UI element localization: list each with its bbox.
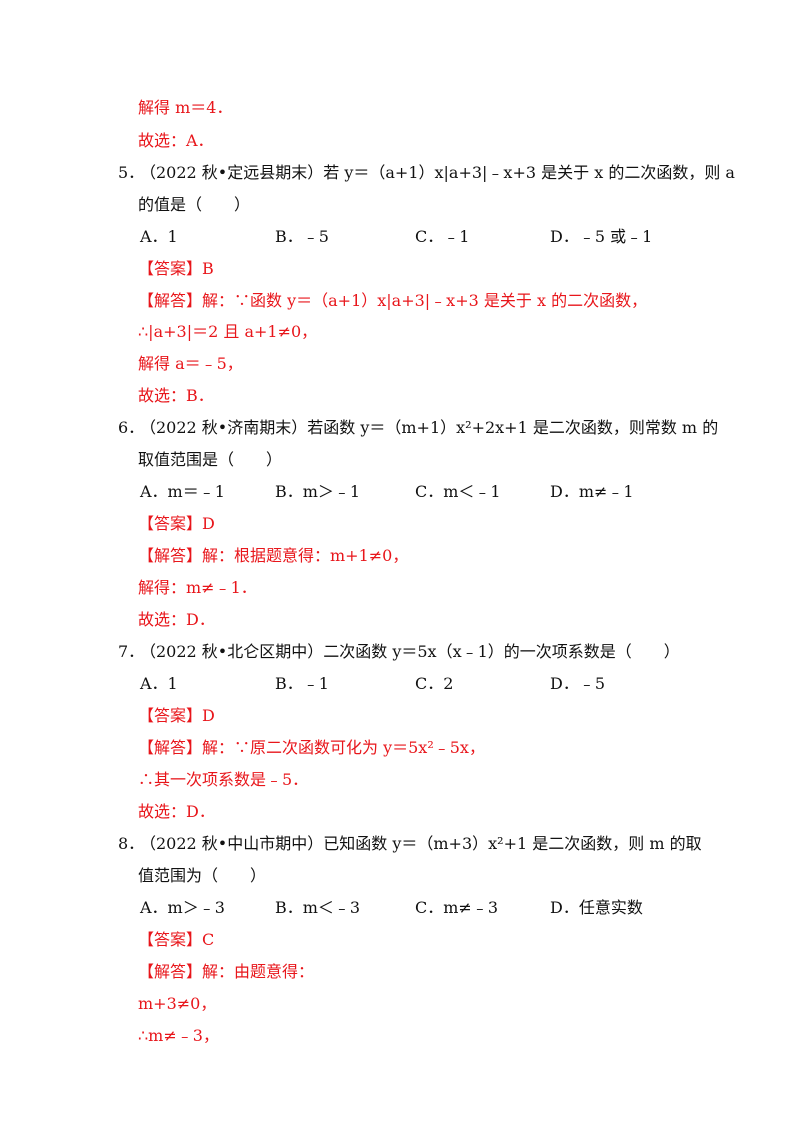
q5-solution-line3: 解得 a＝﹣5， — [138, 354, 243, 373]
q5-solution-line4: 故选：B． — [138, 386, 214, 405]
q8-solution-line3: ∴m≠﹣3， — [138, 1026, 219, 1045]
q8-solution-line2: m+3≠0， — [138, 994, 217, 1013]
q8-option-c: C．m≠﹣3 — [415, 898, 499, 917]
q6-option-a: A．m＝﹣1 — [140, 482, 225, 501]
q5-solution-line1: 【解答】解：∵函数 y＝（a+1）x|a+3|﹣x+3 是关于 x 的二次函数， — [138, 291, 648, 310]
q5-answer: 【答案】B — [138, 259, 214, 278]
q8-option-b: B．m＜﹣3 — [275, 898, 361, 917]
q7-solution-line1: 【解答】解：∵原二次函数可化为 y＝5x²﹣5x， — [138, 738, 485, 757]
q5-option-c: C．﹣1 — [415, 227, 470, 246]
q8-option-a: A．m＞﹣3 — [140, 898, 225, 917]
q7-option-d: D．﹣5 — [550, 674, 606, 693]
q7-solution-line2: ∴其一次项系数是﹣5． — [138, 770, 309, 789]
q8-solution-line1: 【解答】解：由题意得： — [138, 962, 315, 981]
q8-option-d: D．任意实数 — [550, 898, 643, 917]
q8-stem-line2: 值范围为（ ） — [138, 866, 267, 885]
q6-solution-line1: 【解答】解：根据题意得：m+1≠0， — [138, 546, 409, 565]
q8-number: 8． — [118, 834, 145, 853]
q7-answer: 【答案】D — [138, 706, 215, 725]
q5-number: 5． — [118, 163, 145, 182]
q6-number: 6． — [118, 418, 145, 437]
q5-stem-line1: （2022 秋•定远县期末）若 y＝（a+1）x|a+3|﹣x+3 是关于 x … — [140, 163, 735, 182]
q6-answer: 【答案】D — [138, 514, 215, 533]
q8-stem-line1: （2022 秋•中山市期中）已知函数 y＝（m+3）x²+1 是二次函数，则 m… — [140, 834, 702, 853]
q6-stem-line1: （2022 秋•济南期末）若函数 y＝（m+1）x²+2x+1 是二次函数，则常… — [140, 418, 719, 437]
q6-option-b: B．m＞﹣1 — [275, 482, 361, 501]
q6-option-c: C．m＜﹣1 — [415, 482, 501, 501]
q5-stem-line2: 的值是（ ） — [138, 195, 251, 214]
q6-solution-line2: 解得：m≠﹣1． — [138, 578, 257, 597]
q7-stem-line1: （2022 秋•北仑区期中）二次函数 y＝5x（x﹣1）的一次项系数是（ ） — [140, 642, 680, 661]
prev-solve-line: 解得 m＝4． — [138, 98, 233, 117]
q5-option-d: D．﹣5 或﹣1 — [550, 227, 653, 246]
q7-option-a: A．1 — [140, 674, 178, 693]
q7-option-c: C．2 — [415, 674, 454, 693]
q7-option-b: B．﹣1 — [275, 674, 329, 693]
prev-choose-line: 故选：A． — [138, 131, 214, 150]
q6-solution-line3: 故选：D． — [138, 610, 215, 629]
q7-number: 7． — [118, 642, 145, 661]
q5-option-a: A．1 — [140, 227, 178, 246]
q7-solution-line3: 故选：D． — [138, 802, 215, 821]
q6-stem-line2: 取值范围是（ ） — [138, 450, 283, 469]
q5-option-b: B．﹣5 — [275, 227, 329, 246]
q6-option-d: D．m≠﹣1 — [550, 482, 634, 501]
q8-answer: 【答案】C — [138, 930, 215, 949]
q5-solution-line2: ∴|a+3|＝2 且 a+1≠0， — [138, 322, 318, 341]
